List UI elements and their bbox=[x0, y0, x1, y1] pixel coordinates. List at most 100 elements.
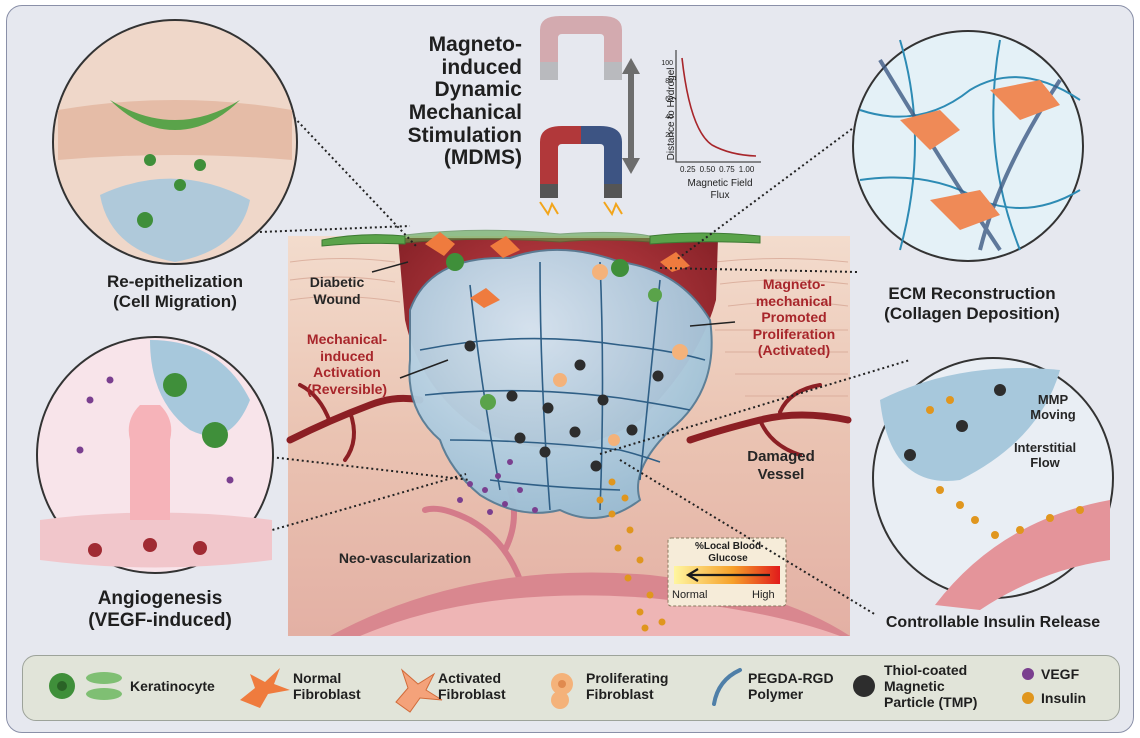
mech-l4: (Reversible) bbox=[306, 380, 388, 397]
legend-normal-fibroblast-l1: Normal bbox=[293, 670, 342, 686]
insulin-particles bbox=[596, 478, 666, 632]
magnet-faded bbox=[540, 16, 622, 80]
label-angiogenesis: Angiogenesis (VEGF-induced) bbox=[60, 588, 260, 633]
label-reepithelization: Re-epithelization (Cell Migration) bbox=[70, 272, 280, 312]
proliferating-fibroblast-icon bbox=[551, 673, 573, 709]
label-diabetic-wound: Diabetic Wound bbox=[300, 274, 374, 307]
title-l5: Stimulation bbox=[407, 123, 522, 147]
neovasc-text: Neo-vascularization bbox=[338, 550, 472, 566]
prolif-l1: Magneto- bbox=[762, 276, 826, 292]
title-l6: (MDMS) bbox=[443, 146, 522, 170]
legend-tmp-l2: Magnetic bbox=[884, 678, 945, 695]
label-damaged-vessel: Damaged Vessel bbox=[736, 448, 826, 483]
title-l4: Mechanical bbox=[408, 101, 522, 125]
legend-polymer-l1: PEGDA-RGD bbox=[748, 670, 834, 686]
legend-polymer-l2: Polymer bbox=[748, 686, 804, 703]
label-neovascularization: Neo-vascularization bbox=[330, 550, 480, 567]
prolif-l5: (Activated) bbox=[757, 342, 831, 359]
mmp-l2: Moving bbox=[1030, 407, 1076, 423]
inset-x-ticks: 0.25 0.50 0.75 1.00 bbox=[680, 165, 770, 174]
epidermis bbox=[321, 229, 761, 247]
vegf-particles bbox=[457, 459, 538, 515]
xtick-100: 1.00 bbox=[738, 165, 755, 174]
glucose-high-label: High bbox=[752, 589, 775, 601]
vessel-l1: Damaged bbox=[747, 448, 815, 465]
legend-vegf-text: VEGF bbox=[1041, 666, 1080, 682]
xtick-050: 0.50 bbox=[699, 165, 716, 174]
legend-activated-fibroblast: Activated Fibroblast bbox=[438, 670, 506, 702]
ytick-80: 80 bbox=[665, 78, 673, 85]
inset-chart bbox=[675, 50, 761, 163]
vegf-icon bbox=[1022, 668, 1034, 680]
legend-proliferating-fibroblast-l1: Proliferating bbox=[586, 670, 669, 686]
circle-reepithelization bbox=[52, 19, 298, 265]
ecm-l1: ECM Reconstruction bbox=[888, 284, 1056, 303]
legend-polymer: PEGDA-RGD Polymer bbox=[748, 670, 834, 702]
mech-l3: Activation bbox=[313, 364, 381, 381]
legend-vegf: VEGF bbox=[1041, 666, 1079, 682]
blood-vessels bbox=[286, 383, 852, 462]
circle-angiogenesis bbox=[36, 336, 274, 574]
angio-l1: Angiogenesis bbox=[97, 588, 223, 609]
wound-cells bbox=[425, 232, 690, 446]
normal-fibroblast-icon bbox=[240, 668, 290, 708]
distance-arrow bbox=[622, 58, 640, 174]
legend-insulin: Insulin bbox=[1041, 690, 1086, 706]
wound-l1: Diabetic bbox=[309, 274, 365, 290]
mech-l2: induced bbox=[320, 347, 374, 364]
ytick-20: 20 bbox=[665, 132, 673, 139]
glucose-title: %Local Blood Glucose bbox=[676, 541, 780, 565]
legend-activated-fibroblast-l2: Fibroblast bbox=[438, 686, 506, 703]
flow-l1: Interstitial bbox=[1013, 440, 1077, 455]
label-magneto-proliferation: Magneto- mechanical Promoted Proliferati… bbox=[736, 276, 852, 359]
xtick-025: 0.25 bbox=[680, 165, 696, 174]
inset-x-label-l1: Magnetic Field bbox=[687, 178, 753, 189]
legend-tmp: Thiol-coated Magnetic Particle (TMP) bbox=[884, 662, 977, 710]
prolif-l3: Promoted bbox=[761, 309, 827, 326]
legend-proliferating-fibroblast: Proliferating Fibroblast bbox=[586, 670, 668, 702]
prolif-l4: Proliferation bbox=[752, 325, 836, 342]
label-interstitial-flow: Interstitial Flow bbox=[1004, 440, 1086, 471]
legend-insulin-text: Insulin bbox=[1041, 690, 1087, 706]
angio-l2: (VEGF-induced) bbox=[88, 610, 232, 632]
mmp-l1: MMP bbox=[1037, 392, 1069, 407]
glucose-title-l1: %Local Blood bbox=[694, 541, 762, 552]
vessel-l2: Vessel bbox=[757, 465, 805, 483]
legend-tmp-l1: Thiol-coated bbox=[884, 662, 968, 678]
legend-normal-fibroblast-l2: Fibroblast bbox=[293, 686, 361, 703]
polymer-icon bbox=[712, 668, 742, 706]
mech-l1: Mechanical- bbox=[306, 331, 388, 347]
legend-keratinocyte-text: Keratinocyte bbox=[130, 678, 215, 694]
legend-proliferating-fibroblast-l2: Fibroblast bbox=[586, 686, 654, 703]
xtick-075: 0.75 bbox=[719, 165, 735, 174]
label-mmp-moving: MMP Moving bbox=[1018, 392, 1088, 423]
ytick-60: 60 bbox=[665, 96, 673, 103]
ytick-40: 40 bbox=[665, 114, 673, 121]
inset-x-label-l2: Flux bbox=[710, 189, 730, 201]
magnetic-particle-icon bbox=[853, 675, 875, 697]
insulin-release-text: Controllable Insulin Release bbox=[885, 614, 1101, 631]
legend-normal-fibroblast: Normal Fibroblast bbox=[293, 670, 361, 702]
ytick-100: 100 bbox=[661, 60, 673, 67]
reepi-l2: (Cell Migration) bbox=[113, 292, 237, 312]
keratinocyte-icon bbox=[49, 672, 122, 700]
skin-texture bbox=[289, 258, 849, 397]
glucose-low-label: Normal bbox=[672, 589, 708, 601]
legend-keratinocyte: Keratinocyte bbox=[130, 678, 215, 694]
glucose-title-l2: Glucose bbox=[708, 552, 748, 564]
circle-ecm bbox=[852, 30, 1084, 262]
inset-y-ticks: 100 80 60 40 20 bbox=[661, 55, 673, 145]
title-l1: Magneto- bbox=[428, 33, 522, 56]
magnet-active bbox=[539, 126, 623, 217]
circle-insulin bbox=[872, 357, 1114, 610]
legend-activated-fibroblast-l1: Activated bbox=[438, 670, 502, 686]
title-l2: induced bbox=[441, 55, 522, 79]
prolif-l2: mechanical bbox=[755, 292, 833, 309]
figure-title: Magneto- induced Dynamic Mechanical Stim… bbox=[396, 33, 522, 170]
legend-tmp-l3: Particle (TMP) bbox=[884, 694, 978, 711]
insulin-icon bbox=[1022, 692, 1034, 704]
flow-l2: Flow bbox=[1030, 455, 1060, 471]
label-mech-activation: Mechanical- induced Activation (Reversib… bbox=[288, 331, 406, 397]
